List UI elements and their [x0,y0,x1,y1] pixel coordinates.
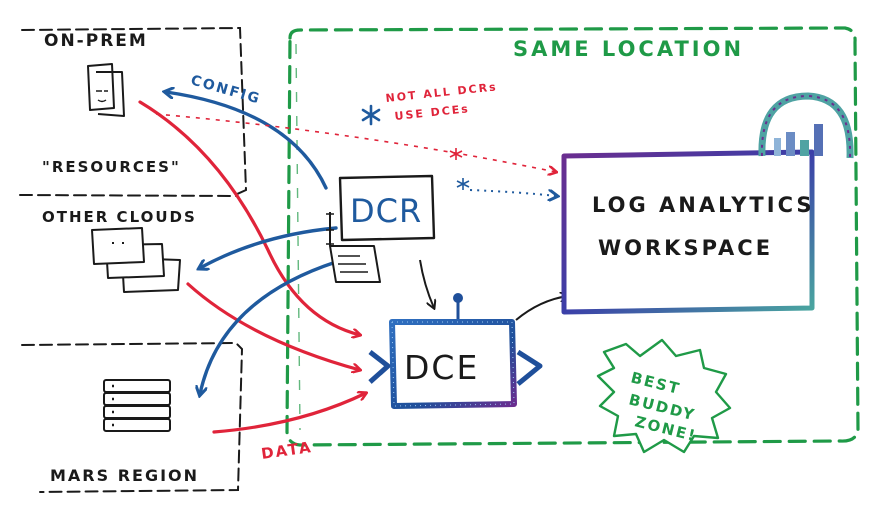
best-buddy-zone-burst: Best Buddy Zone! [596,338,732,454]
dce-to-workspace-arrow [515,296,568,321]
config-label: CONFIG [189,72,263,107]
dce-right-arrowhead [516,349,543,386]
dcr-to-dce-arrow [419,259,434,308]
other-clouds-label: Other Clouds [42,208,197,226]
workspace-title-line1: Log Analytics [592,193,815,217]
dcr-to-workspace-dotted-arrow [469,189,556,196]
log-analytics-workspace[interactable]: Log Analytics Workspace [561,149,815,315]
data-arrow-mars [212,393,366,434]
data-arrow-other-clouds [186,282,360,370]
asterisk-icon [449,148,463,160]
same-location-title: Same Location [513,37,744,61]
config-arrow-mars [200,260,338,394]
onprem-to-workspace-dashed-arrow [155,113,556,172]
asterisk-icon [456,178,470,190]
same-location-boundary [285,26,860,447]
document-icon [87,63,125,117]
data-arrow-onprem [138,100,360,335]
other-clouds-zone-bottom [21,341,244,493]
on-prem-label: On-Prem [44,31,148,51]
dcr-label: DCR [350,192,422,230]
config-arrows [166,92,338,394]
server-rack-icon [103,379,171,432]
data-label: DATA [260,438,314,463]
mars-region-label: Mars Region [50,466,199,485]
dcr-node[interactable]: DCR [338,174,436,242]
window-stack-icon [91,227,181,293]
config-arrow-other-clouds [200,226,338,268]
not-all-dcrs-line2: USE DCEs [394,102,470,123]
dce-node[interactable]: DCE [368,293,543,409]
onprem-zone-border [21,26,248,196]
workspace-title-line2: Workspace [598,236,773,260]
scroll-icon [326,212,381,283]
dce-label: DCE [404,348,479,387]
dce-antenna-tip [453,293,463,303]
analytics-dome-icon [758,92,854,159]
onprem-zone-bottom [19,194,237,197]
resources-label: "Resources" [42,158,181,176]
same-location-inner-wiggle [295,43,301,431]
left-zone-dividers [19,26,248,493]
asterisk-icon [361,104,381,126]
not-all-dcrs-line1: NOT ALL DCRs [385,80,498,105]
dce-left-arrowhead [368,350,391,384]
data-arrows [138,100,366,434]
